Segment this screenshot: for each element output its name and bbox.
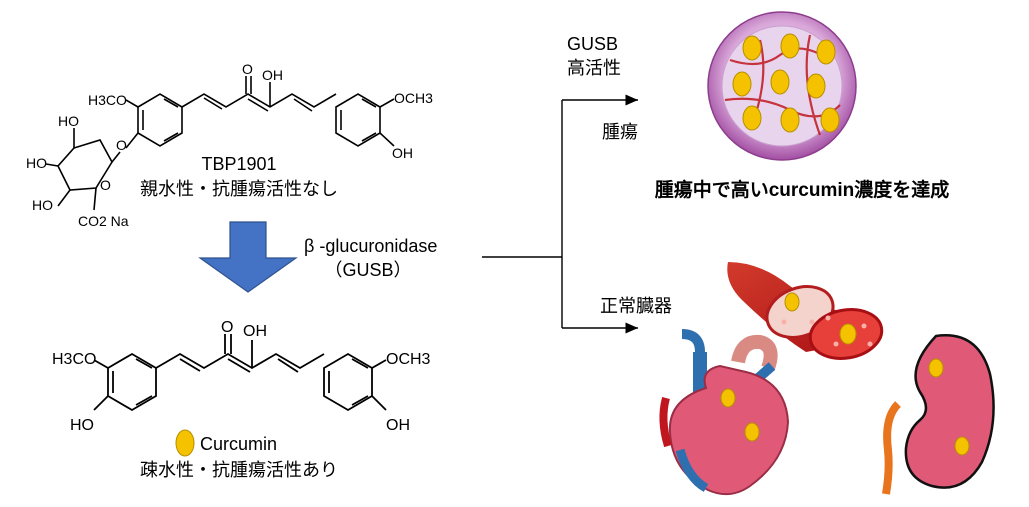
curcumin-marker-icon — [175, 429, 195, 457]
tbp1901-atom-labels: H3CO O OH OCH3 OH O HO HO HO O CO2 Na — [26, 61, 433, 229]
curcumin-phenol-right: OH — [386, 417, 410, 434]
tbp1901-structure — [45, 76, 395, 211]
gusb-label: GUSB — [567, 34, 618, 54]
atom-ring-o: O — [100, 177, 111, 193]
heart-illustration — [659, 329, 790, 496]
prodrug-description: 親水性・抗腫瘍活性なし — [140, 179, 338, 199]
kidney-illustration — [882, 334, 995, 495]
curcumin-structure — [93, 334, 387, 412]
curcumin-ketone-o: O — [221, 319, 233, 336]
gusb-activity-label: 高活性 — [567, 58, 621, 78]
curcumin-description: 疎水性・抗腫瘍活性あり — [140, 460, 338, 480]
enzyme-name: β -glucuronidase — [304, 236, 437, 256]
enzyme-abbreviation: （GUSB） — [324, 260, 411, 280]
prodrug-name: TBP1901 — [201, 154, 276, 174]
curcumin-name: Curcumin — [200, 434, 277, 454]
atom-sugar-oh-2: HO — [32, 197, 53, 213]
atom-enol-oh: OH — [262, 67, 283, 83]
curcumin-methoxy-left: H3CO — [52, 351, 96, 368]
atom-phenol-oh: OH — [392, 145, 413, 161]
atom-ketone-o: O — [242, 61, 253, 77]
tumor-result-text: 腫瘍中で高いcurcumin濃度を達成 — [655, 178, 950, 201]
atom-glycoside-o: O — [116, 137, 127, 153]
atom-methoxy-right: OCH3 — [394, 90, 433, 106]
branch-arrows — [482, 94, 638, 334]
tumor-curcumin-dots — [732, 33, 840, 133]
tumor-illustration — [707, 11, 857, 161]
atom-sugar-oh-3: HO — [58, 113, 79, 129]
tumor-label: 腫瘍 — [602, 122, 638, 142]
normal-organ-label: 正常臓器 — [600, 296, 672, 316]
atom-methoxy-left: H3CO — [88, 92, 127, 108]
curcumin-phenol-left: HO — [70, 417, 94, 434]
curcumin-enol-oh: OH — [243, 323, 267, 340]
curcumin-atom-labels: H3CO O OH OCH3 HO OH — [52, 319, 431, 434]
atom-sugar-oh-1: HO — [26, 155, 47, 171]
curcumin-methoxy-right: OCH3 — [386, 351, 431, 368]
conversion-arrow — [198, 221, 298, 293]
atom-carboxylate: CO2 Na — [78, 213, 129, 229]
blood-vessel-illustration — [727, 262, 884, 360]
